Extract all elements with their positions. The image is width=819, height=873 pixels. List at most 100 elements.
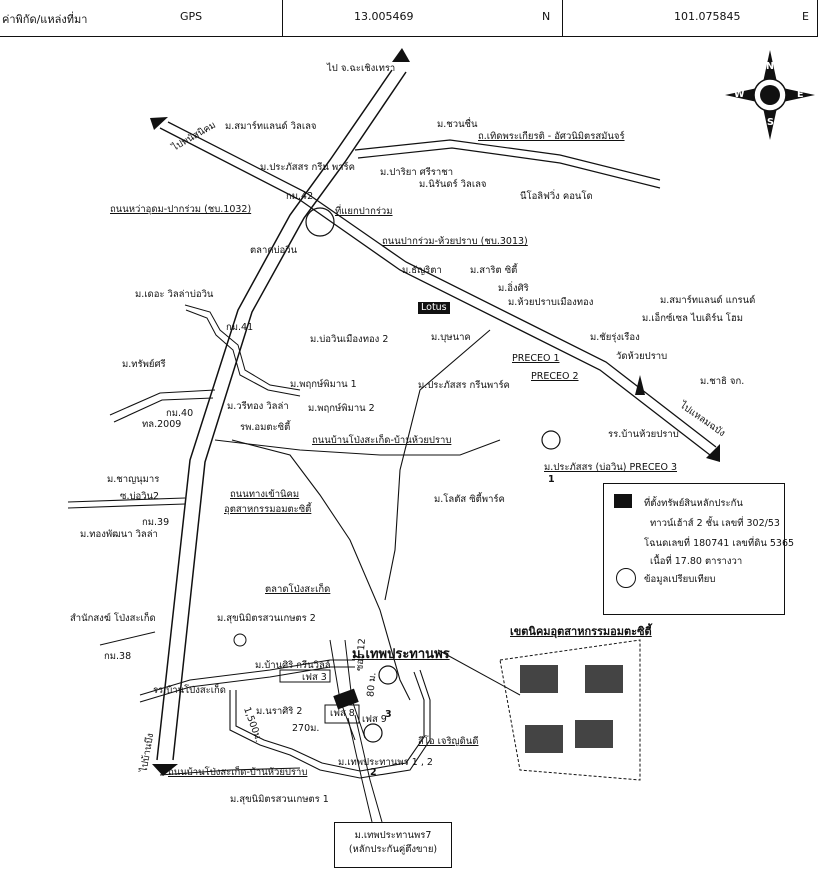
road-3013 [159, 121, 717, 456]
label-d270: 270ม. [292, 723, 320, 734]
label-rd-huai-prab: ถนนบ้านโป่งสะเก็ด-บ้านห้วยปราบ [312, 435, 452, 446]
compare-marker-1 [541, 430, 561, 450]
road-2009 [109, 389, 216, 423]
compare-num-2: 2 [370, 767, 377, 778]
label-chayanun: ม.ชาญนุมาร [107, 474, 160, 485]
label-phase3: เฟส 3 [302, 672, 327, 683]
label-chuan-chuen: ม.ชวนชื่น [437, 119, 478, 130]
road-south-loop [229, 669, 431, 779]
road-pong-bottom-b [139, 666, 355, 703]
road-top-right [354, 139, 661, 189]
caption-pointer-b [347, 717, 373, 823]
label-green-ville: ม.บ้านศิริ กรีนวิลล์ [255, 660, 331, 671]
label-rd-top: ถ.เทิดพระเกียรติ - อัศวนิมิตรสมันจร์ [478, 131, 625, 142]
source-cell: GPS [108, 0, 283, 37]
label-thanarat: ม.ชาธิ จก. [700, 376, 745, 387]
label-pariya: ม.ปาริยา ศรีราชา [380, 167, 454, 178]
label-km40: กม.40 [166, 408, 194, 419]
temple-icon [635, 375, 645, 395]
coordinate-header: ค่าพิกัด/แหล่งที่มา GPS 13.005469 N 101.… [0, 0, 819, 40]
lon-cell: 101.075845 E [562, 0, 818, 37]
lat-dir: N [542, 10, 551, 23]
phase8-block [324, 704, 360, 724]
caption-line2: (หลักประกันคู่ตึงขาย) [348, 844, 438, 855]
label-km39: กม.39 [142, 517, 170, 528]
lon-value: 101.075845 [674, 10, 741, 23]
label-school-pong: รร.บ้านโป่งสะเก็ด [153, 685, 226, 696]
label-hospital: รพ.อมตะซิตี้ [240, 422, 291, 433]
label-thongphan: ม.ทองพัฒนา วิลล่า [80, 529, 158, 540]
lat-value: 13.005469 [354, 10, 414, 23]
industrial-zone-outline [499, 639, 641, 781]
label-bo-win-market: ตลาดบ่อวิน [250, 245, 298, 256]
legend-line4: เนื้อที่ 17.80 ตารางวา [650, 556, 743, 567]
caption-pointer [354, 714, 383, 823]
label-thepprathan12: ม.เทพประทานพร 1 , 2 [338, 757, 433, 768]
road-bowin2-b [67, 503, 186, 509]
label-condo: นีโอลิฟวิ่ง คอนโด [520, 191, 593, 202]
compare-marker-3 [378, 665, 398, 685]
label-d80: 80 ม. [365, 672, 379, 698]
label-phase9: เฟส 9 [362, 714, 387, 725]
label-preceo3: ม.ประภัสสร (บ่อวิน) PRECEO 3 [544, 462, 678, 473]
label-pak-ruam-junction: ที่แยกปากร่วม [335, 206, 393, 217]
road-pong-bottom [139, 659, 355, 696]
label-bowin-mt2: ม.บ่อวินเมืองทอง 2 [310, 334, 389, 345]
arrow-phanat [150, 117, 168, 130]
label-prasatsorn2: ม.ประภัสสร กรีนพาร์ค [418, 380, 510, 391]
label-prasatsorn-green-park: ม.ประภัสสร กรีน พาร์ค [260, 162, 355, 173]
label-waree: ม.วรีทอง วิลล่า [227, 401, 289, 412]
road-km38 [99, 631, 156, 646]
label-pong-market: ตลาดโป่งสะเก็ด [265, 584, 331, 595]
coord-label: ค่าพิกัด/แหล่งที่มา [2, 13, 88, 26]
label-ing-siri: ม.อิ่งศิริ [498, 283, 529, 294]
legend-compare-label: ข้อมูลเปรียบเทียบ [644, 574, 716, 585]
label-suk-nimit2: ม.สุขนิมิตรสวนเกษตร 2 [217, 613, 316, 624]
road-bowin2 [67, 497, 186, 503]
label-pruksa1: ม.พฤกษ์พิมาน 1 [290, 379, 357, 390]
road-bottom-left [159, 767, 301, 776]
label-chanya: ม.ธัญริตา [402, 265, 442, 276]
compass-e: E [797, 89, 804, 100]
compass-n: N [766, 61, 774, 72]
road-to-industrial [231, 439, 411, 701]
road-huai-prab-mid [214, 439, 501, 456]
label-km38: กม.38 [104, 651, 132, 662]
caption-line1: ม.เทพประทานพร7 [354, 830, 432, 841]
label-rd-3013: ถนนปากร่วม-ห้วยปราบ (ชบ.3013) [382, 236, 528, 247]
legend-compare-circle [616, 568, 636, 588]
industrial-link [437, 649, 521, 696]
market-circle [233, 633, 247, 647]
highway-arrow-bottom [152, 764, 178, 776]
main-highway [156, 69, 407, 761]
label-nirun: ม.นิรันดร์ วิลเลจ [419, 179, 487, 190]
label-amata: อุตสาหกรรมอมตะซิตี้ [224, 504, 312, 515]
label-pruksa2: ม.พฤกษ์พิมาน 2 [308, 403, 375, 414]
label-serisomsak: สีโอ เจริญดินดี [418, 736, 479, 747]
compass-s: S [767, 117, 774, 128]
legend-line3: โฉนดเลขที่ 180741 เลขที่ดิน 5365 [644, 538, 795, 549]
legend-subject-label: ที่ตั้งทรัพย์สินหลักประกัน [644, 498, 743, 509]
label-smart-land: ม.สมาร์ทแลนด์ วิลเลจ [225, 121, 317, 132]
pak-ruam-junction-circle [305, 207, 335, 237]
arrow-laem-chabang [706, 444, 720, 462]
lon-dir: E [802, 10, 809, 23]
label-narasiri2: ม.นราศิริ 2 [256, 706, 303, 717]
subject-property-marker [333, 688, 359, 710]
road-villa-bowin-b [185, 309, 301, 397]
phase3-block [279, 669, 331, 683]
label-thorn-sri: ม.ทรัพย์ศรี [122, 359, 166, 370]
label-km42: กม.42 [286, 191, 314, 202]
label-wat-huai-prab: วัดห้วยปราบ [616, 351, 668, 362]
label-chaiyung: ม.ชัยรุ่งเรือง [590, 332, 640, 343]
label-huai-prab-muang-thong: ม.ห้วยปราบเมืองทอง [508, 297, 594, 308]
lat-cell: 13.005469 N [282, 0, 563, 37]
legend-line2: ทาวน์เฮ้าส์ 2 ชั้น เลขที่ 302/53 [650, 518, 780, 529]
subject-caption: ม.เทพประทานพร7 (หลักประกันคู่ตึงขาย) [334, 822, 452, 868]
source-value: GPS [180, 10, 203, 23]
industrial-zone-title: เขตนิคมอุตสาหกรรมอมตะซิตี้ [510, 625, 652, 638]
compass-w: W [734, 89, 745, 100]
label-to-chachoengsao: ไป จ.ฉะเชิงเทรา [327, 63, 396, 74]
label-suk-nimit1: ม.สุขนิมิตรสวนเกษตร 1 [230, 794, 329, 805]
coord-label-cell: ค่าพิกัด/แหล่งที่มา [0, 0, 108, 37]
